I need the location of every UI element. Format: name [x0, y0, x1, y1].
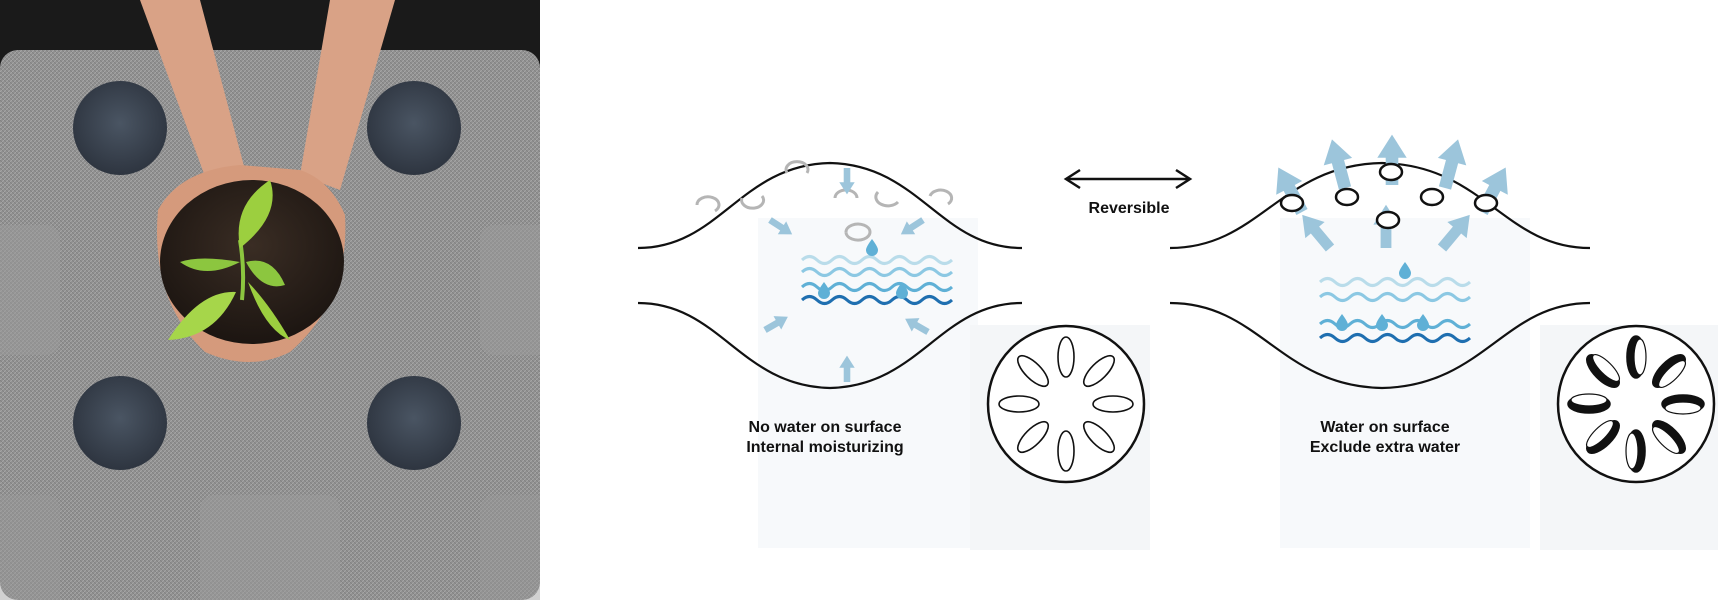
left-caption-line2: Internal moisturizing	[746, 439, 904, 456]
fabric-photo-illustration	[0, 0, 540, 600]
product-photo	[0, 0, 540, 600]
reversible-label: Reversible	[1088, 200, 1170, 217]
seedling-leaf-bottom	[168, 291, 236, 340]
left-open-pores	[695, 160, 954, 242]
water-pad-bottom-left	[73, 376, 167, 470]
right-state	[1169, 134, 1718, 550]
right-surface-pores	[1279, 162, 1499, 230]
water-pad-bottom-right	[367, 376, 461, 470]
water-pad-top-right	[367, 81, 461, 175]
seedling-leaf-lower-right	[248, 282, 290, 340]
diagram-graphic	[637, 134, 1718, 550]
right-arm	[300, 0, 395, 190]
reversible-double-arrow	[1063, 168, 1193, 190]
water-pad-top-left	[73, 81, 167, 175]
left-top-membrane	[637, 161, 1023, 250]
seedling-leaf-top	[238, 180, 273, 248]
right-top-membrane	[1169, 161, 1591, 250]
seedling-leaf-right	[246, 260, 285, 287]
left-state	[637, 160, 1150, 550]
left-state-caption: No water on surface Internal moisturizin…	[720, 418, 930, 458]
right-caption-line2: Exclude extra water	[1309, 439, 1461, 456]
left-bottom-membrane	[637, 301, 1023, 390]
moisture-diagram: Reversible No water on surface Internal …	[540, 0, 1718, 600]
seedling-leaf-left	[180, 258, 240, 271]
right-caption-line1: Water on surface	[1320, 419, 1450, 436]
left-pore-detail-closed	[986, 324, 1146, 484]
right-pore-detail-open	[1556, 324, 1716, 484]
left-caption-line1: No water on surface	[748, 419, 902, 436]
right-bottom-membrane	[1169, 301, 1591, 390]
left-arm	[140, 0, 245, 190]
right-state-caption: Water on surface Exclude extra water	[1280, 418, 1490, 458]
